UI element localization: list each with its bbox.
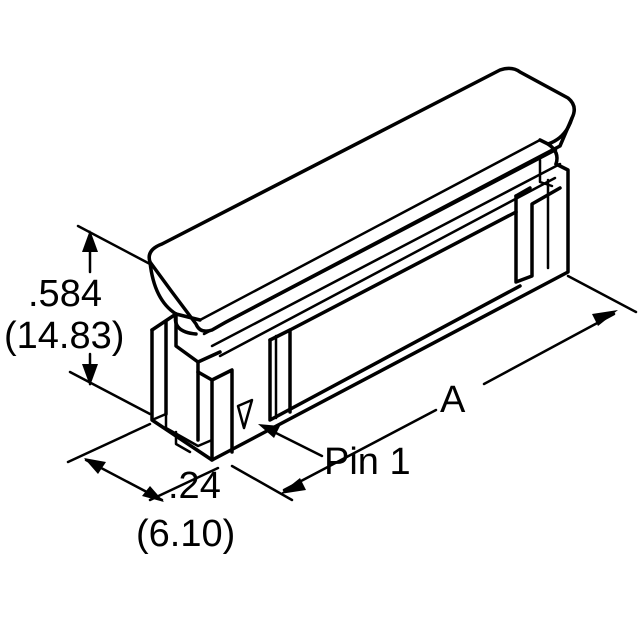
pin1-marker	[236, 398, 254, 430]
width-dimension	[66, 422, 220, 502]
width-inches-label: .24	[168, 465, 221, 507]
length-label: A	[440, 379, 466, 421]
top-rail	[147, 66, 576, 333]
length-dimension	[230, 274, 638, 502]
pin1-label: Pin 1	[324, 441, 411, 483]
height-mm-label: (14.83)	[4, 315, 124, 357]
pin1-leader	[258, 424, 324, 458]
height-dimension	[68, 224, 152, 416]
height-inches-label: .584	[28, 273, 102, 315]
front-face	[150, 162, 570, 462]
width-mm-label: (6.10)	[136, 513, 235, 555]
connector-body	[147, 66, 576, 462]
